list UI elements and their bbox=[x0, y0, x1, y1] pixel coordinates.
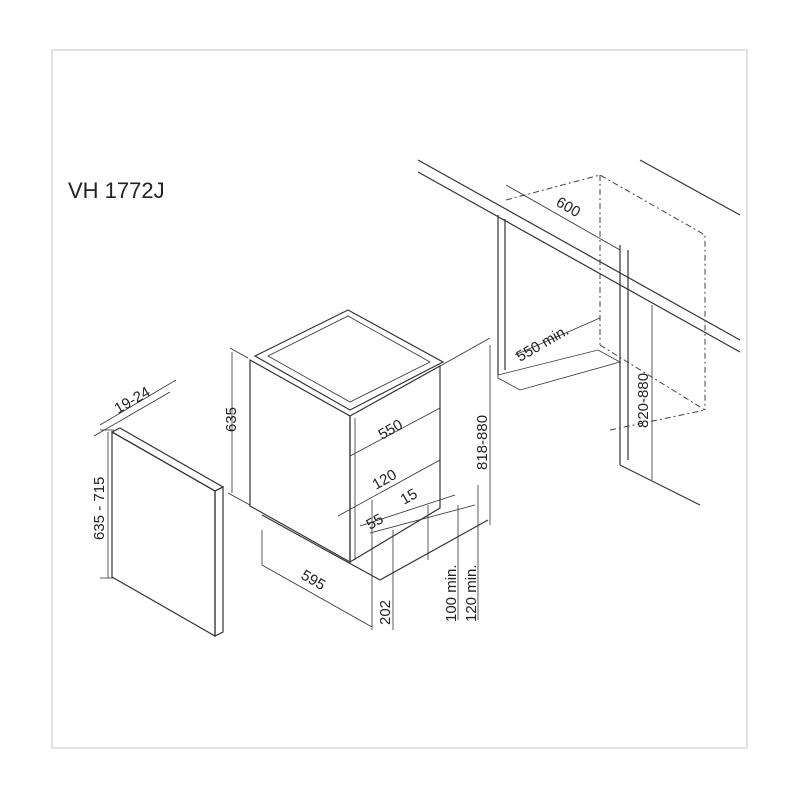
dim-plinth-min-100: 100 min. bbox=[443, 564, 460, 622]
dim-panel-thickness: 19-24 bbox=[112, 384, 154, 418]
dim-total-height: 818-880 bbox=[474, 415, 491, 470]
dim-depth: 550 bbox=[376, 416, 406, 443]
door-panel bbox=[93, 379, 225, 638]
dim-niche-height: 820-880 bbox=[635, 373, 652, 428]
dim-niche-width: 600 bbox=[553, 194, 583, 221]
dim-appliance-height: 635 bbox=[223, 407, 240, 432]
cabinet-niche bbox=[417, 159, 741, 506]
frame bbox=[51, 49, 748, 749]
dim-plinth-offset: 55 bbox=[364, 510, 387, 533]
dim-foot-height: 202 bbox=[377, 600, 394, 625]
dim-width: 595 bbox=[298, 567, 328, 594]
dishwasher-body bbox=[227, 309, 491, 630]
dim-panel-height: 635 - 715 bbox=[91, 477, 108, 540]
dim-plinth-gap: 15 bbox=[398, 485, 421, 508]
dim-plinth-min-120: 120 min. bbox=[463, 564, 480, 622]
model-label: VH 1772J bbox=[68, 178, 165, 203]
dim-plinth-depth: 120 bbox=[370, 466, 400, 493]
